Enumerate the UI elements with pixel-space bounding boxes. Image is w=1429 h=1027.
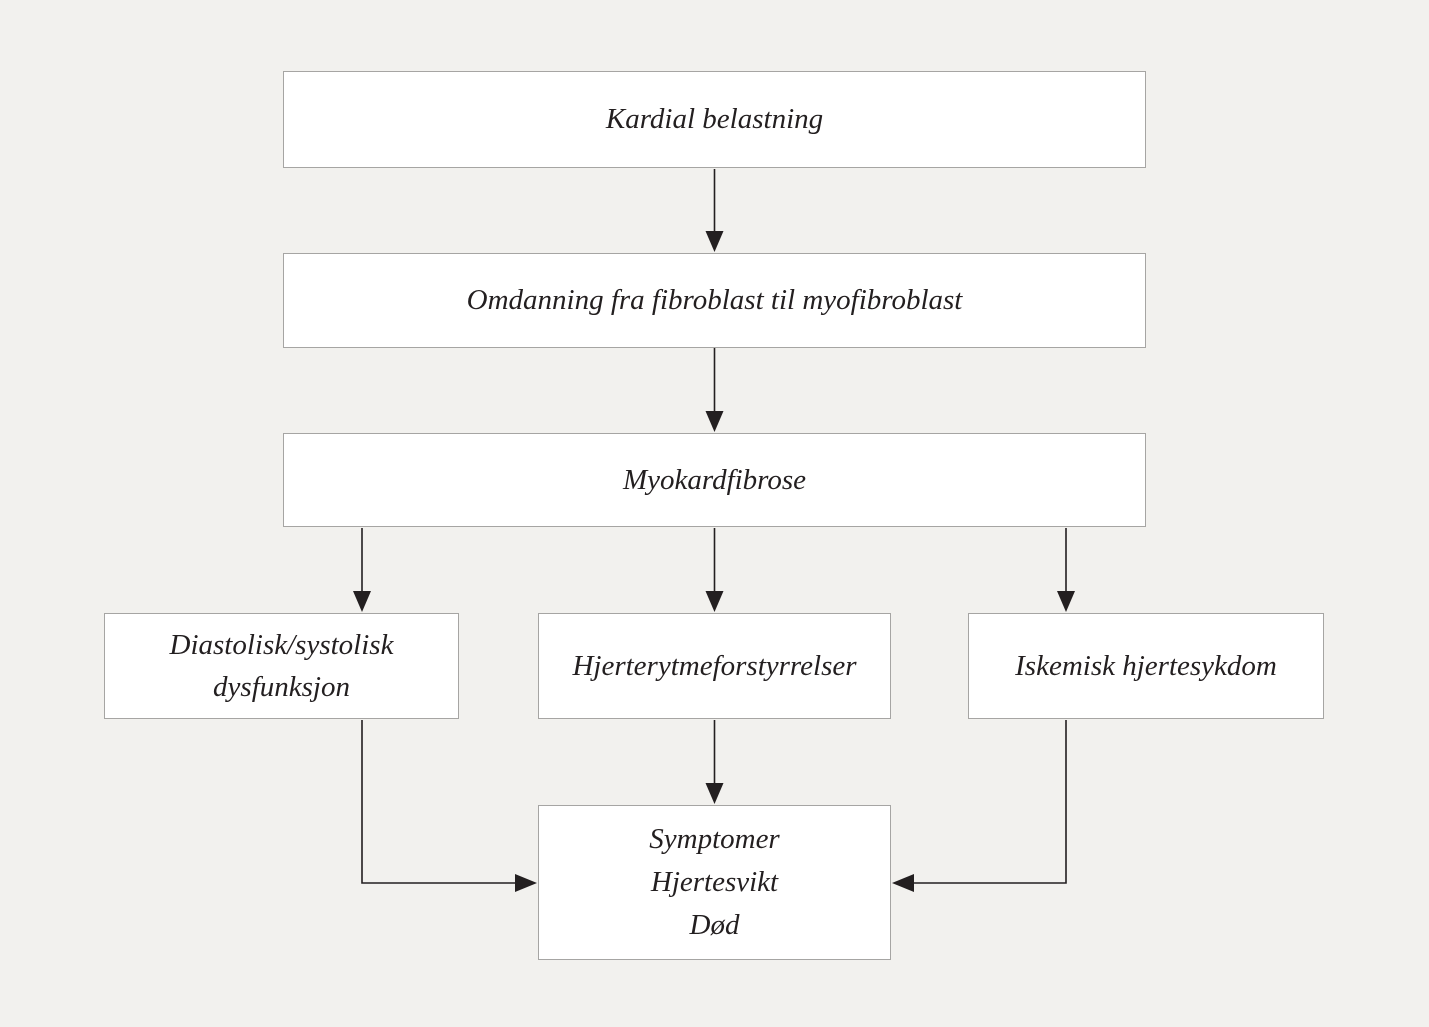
node-label: Hjerterytmeforstyrrelser (572, 649, 857, 682)
arrow-iskemisk-utfall (912, 720, 1067, 884)
node-omdanning-fibroblast: Omdanning fra fibroblast til myofibrobla… (283, 253, 1146, 348)
node-label: Kardial belastning (605, 103, 824, 136)
node-label-line: Symptomer (649, 823, 780, 855)
node-iskemisk-hjertesykdom: Iskemisk hjertesykdom (968, 613, 1324, 719)
arrowhead-down-icon (705, 411, 724, 432)
arrowhead-down-icon (1057, 591, 1075, 612)
arrowhead-left-icon (892, 874, 914, 892)
node-label: Myokardfibrose (622, 463, 807, 496)
node-hjerterytmeforstyrrelser: Hjerterytmeforstyrrelser (538, 613, 891, 719)
node-symptomer-hjertesvikt-dod: Symptomer Hjertesvikt Død (538, 805, 891, 960)
arrowhead-down-icon (705, 591, 724, 612)
arrow-dysfunksjon-utfall (361, 720, 517, 884)
node-label-line: Hjertesvikt (650, 866, 779, 898)
node-diastolisk-systolisk-dysfunksjon: Diastolisk/systolisk dysfunksjon (104, 613, 459, 719)
node-label: Iskemisk hjertesykdom (1015, 649, 1277, 682)
arrowhead-right-icon (515, 874, 537, 892)
node-label-line: Død (689, 909, 740, 941)
node-label: Omdanning fra fibroblast til myofibrobla… (466, 284, 963, 317)
arrowhead-down-icon (353, 591, 371, 612)
node-myokardfibrose: Myokardfibrose (283, 433, 1146, 527)
arrowhead-down-icon (705, 231, 724, 252)
arrowhead-down-icon (705, 783, 724, 804)
node-label: Diastolisk/systolisk dysfunksjon (169, 628, 394, 703)
node-kardial-belastning: Kardial belastning (283, 71, 1146, 168)
